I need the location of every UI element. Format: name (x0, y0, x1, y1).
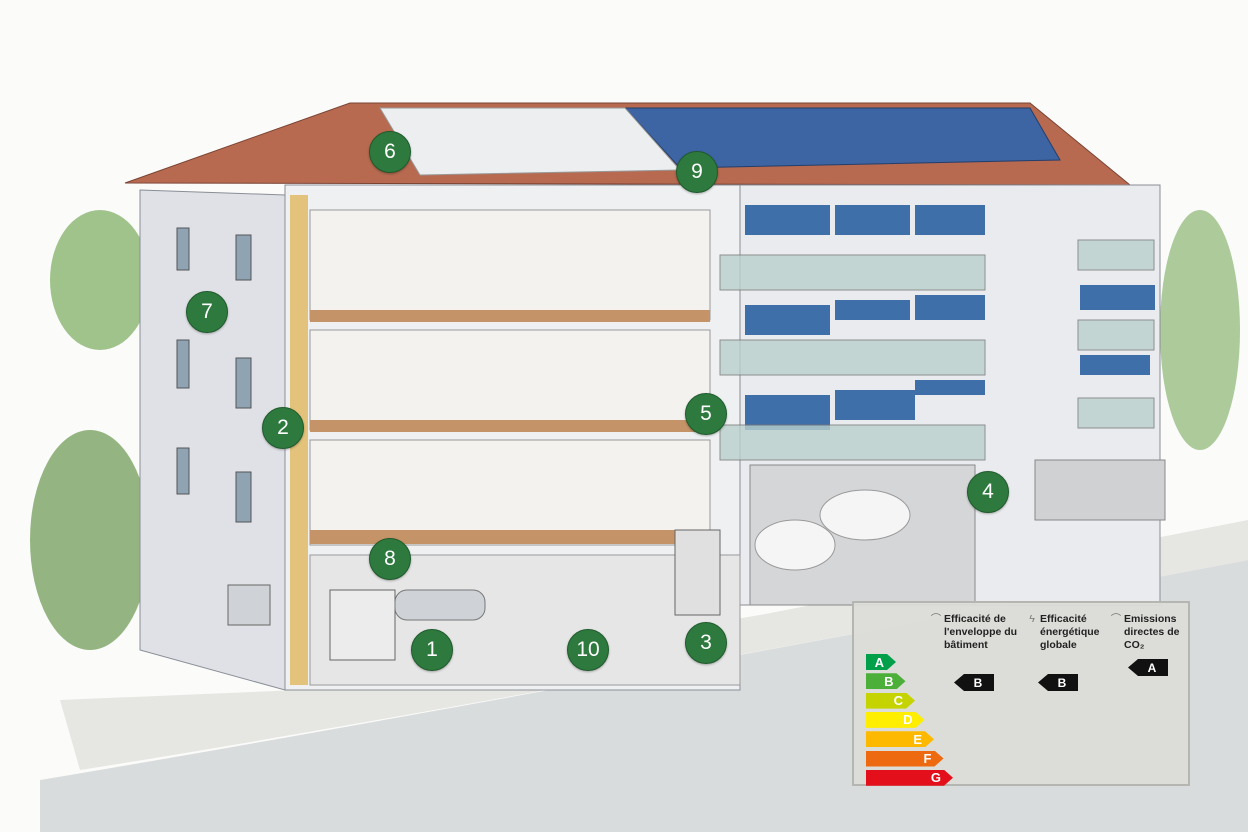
energy-class-E: E (866, 731, 934, 747)
marker-6: 6 (369, 131, 411, 173)
marker-1: 1 (411, 629, 453, 671)
marker-9: 9 (676, 151, 718, 193)
marker-4: 4 (967, 471, 1009, 513)
marker-2: 2 (262, 407, 304, 449)
energy-class-D: D (866, 712, 925, 728)
energy-class-G: G (866, 770, 953, 786)
energy-class-A: A (866, 654, 896, 670)
marker-8: 8 (369, 538, 411, 580)
roof-icon: ⌒ (930, 613, 942, 625)
co2-emissions-header: ⌒Emissions directes de CO₂ (1110, 613, 1180, 651)
co2-rating-badge: A (1128, 659, 1168, 676)
marker-3: 3 (685, 622, 727, 664)
energy-class-B: B (866, 673, 906, 689)
energy-label-panel: ⌒Efficacité de l'enveloppe du bâtiment ϟ… (852, 601, 1190, 786)
envelope-efficiency-header: ⌒Efficacité de l'enveloppe du bâtiment (930, 613, 1018, 651)
lightning-icon: ϟ (1029, 613, 1035, 625)
marker-10: 10 (567, 629, 609, 671)
marker-7: 7 (186, 291, 228, 333)
energy-class-C: C (866, 693, 915, 709)
co2-icon: ⌒ (1110, 613, 1122, 625)
overall-rating-badge: B (1038, 674, 1078, 691)
envelope-rating-badge: B (954, 674, 994, 691)
energy-class-F: F (866, 751, 944, 767)
marker-5: 5 (685, 393, 727, 435)
